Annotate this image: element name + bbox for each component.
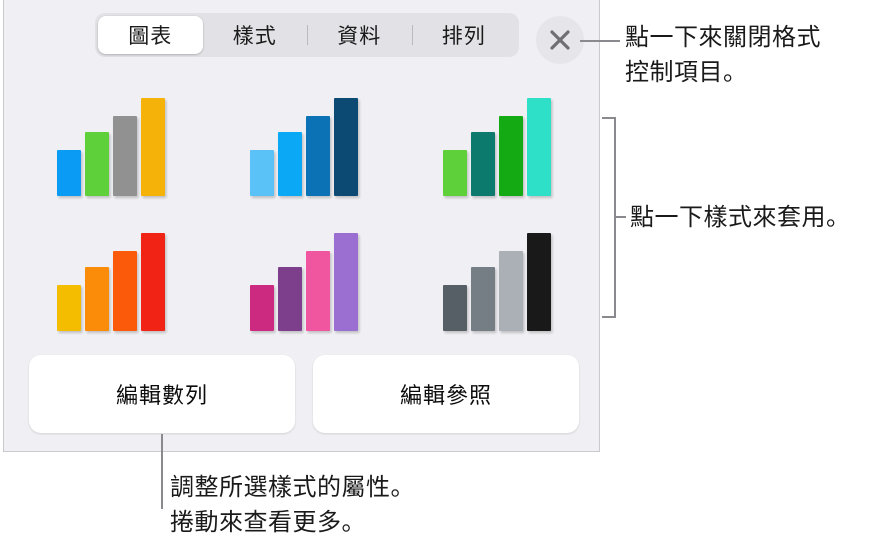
bar-chart-icon <box>443 78 552 212</box>
tab-arrange[interactable]: 排列 <box>411 16 517 54</box>
tab-chart-label: 圖表 <box>128 25 173 48</box>
tab-data[interactable]: 資料 <box>307 16 412 54</box>
thumb-bar <box>277 132 302 196</box>
edit-references-button[interactable]: 編輯參照 <box>313 355 579 433</box>
chart-style-thumbnail-3[interactable] <box>401 77 594 212</box>
close-icon <box>547 27 573 53</box>
bar-chart-icon <box>56 78 165 212</box>
thumb-bar <box>527 233 552 331</box>
thumb-bar <box>56 150 81 196</box>
thumb-bar <box>84 267 109 331</box>
thumb-bar <box>249 150 274 196</box>
callout-styles-text: 點一下樣式來套用。 <box>630 204 851 231</box>
bar-chart-icon <box>443 213 552 347</box>
thumb-bar <box>140 98 165 196</box>
thumb-bar <box>305 251 330 331</box>
callout-close-text: 點一下來關閉格式 控制項目。 <box>625 24 821 86</box>
tab-bar: 圖表 樣式 資料 排列 <box>95 13 519 57</box>
bar-chart-icon <box>56 213 165 347</box>
callout-leader-close <box>580 40 620 42</box>
thumb-bar <box>56 285 81 331</box>
callout-leader-bottom <box>161 434 163 509</box>
thumb-bar <box>249 285 274 331</box>
tab-style-label: 樣式 <box>232 25 277 48</box>
edit-references-label: 編輯參照 <box>399 383 492 408</box>
callout-bottom-text: 調整所選樣式的屬性。 捲動來查看更多。 <box>170 474 415 536</box>
thumb-bar <box>499 251 524 331</box>
tab-chart[interactable]: 圖表 <box>98 16 203 54</box>
thumb-bar <box>277 267 302 331</box>
thumb-bar <box>443 150 468 196</box>
close-button[interactable] <box>536 16 584 64</box>
chart-styles-grid <box>14 77 594 347</box>
thumb-bar <box>527 98 552 196</box>
bar-chart-icon <box>249 78 358 212</box>
chart-style-thumbnail-4[interactable] <box>14 212 207 347</box>
callout-leader-styles <box>614 216 626 218</box>
bar-chart-icon <box>249 213 358 347</box>
thumb-bar <box>443 285 468 331</box>
thumb-bar <box>499 116 524 196</box>
chart-style-thumbnail-6[interactable] <box>401 212 594 347</box>
edit-series-button[interactable]: 編輯數列 <box>29 355 295 433</box>
chart-style-thumbnail-1[interactable] <box>14 77 207 212</box>
edit-series-label: 編輯數列 <box>115 383 208 408</box>
thumb-bar <box>112 116 137 196</box>
tab-data-label: 資料 <box>337 25 382 48</box>
thumb-bar <box>333 233 358 331</box>
thumb-bar <box>140 233 165 331</box>
format-panel: 圖表 樣式 資料 排列 <box>3 0 600 452</box>
thumb-bar <box>84 132 109 196</box>
chart-style-thumbnail-5[interactable] <box>207 212 400 347</box>
tab-style[interactable]: 樣式 <box>203 16 308 54</box>
thumb-bar <box>333 98 358 196</box>
thumb-bar <box>112 251 137 331</box>
tab-arrange-label: 排列 <box>441 25 486 48</box>
action-button-row: 編輯數列 編輯參照 <box>29 355 579 433</box>
chart-style-thumbnail-2[interactable] <box>207 77 400 212</box>
thumb-bar <box>471 267 496 331</box>
thumb-bar <box>471 132 496 196</box>
thumb-bar <box>305 116 330 196</box>
